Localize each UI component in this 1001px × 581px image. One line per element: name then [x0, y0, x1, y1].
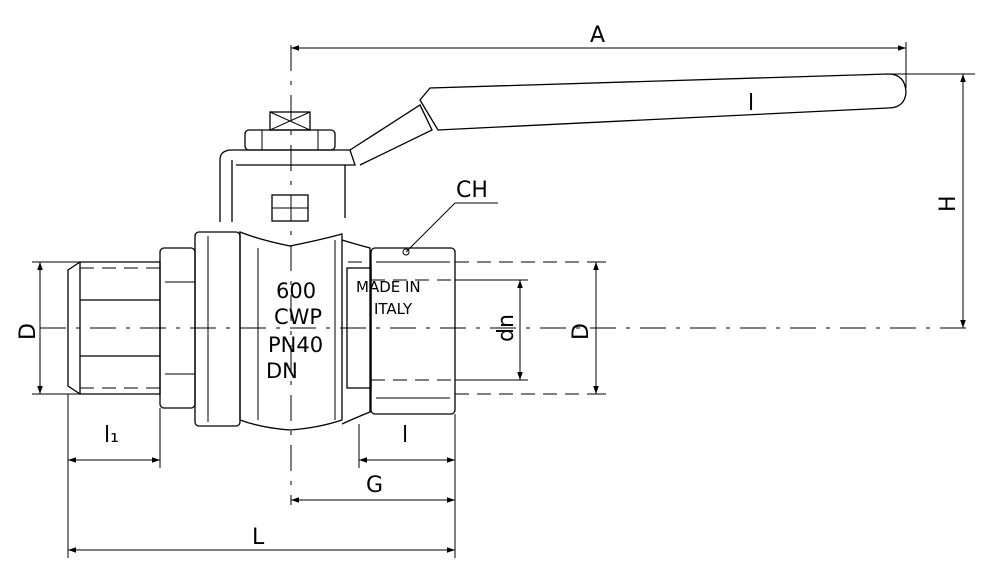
- center-lines: [40, 45, 975, 505]
- lever-handle: [219, 73, 907, 222]
- marking-600: 600: [276, 279, 316, 303]
- dimension-D-right: D: [569, 261, 606, 395]
- dimension-l1: l₁: [68, 423, 160, 463]
- dimension-dn: dn: [455, 279, 528, 381]
- marking-made-in: MADE IN: [356, 278, 421, 296]
- label-l: l: [402, 423, 408, 448]
- marking-cwp: CWP: [274, 305, 322, 329]
- valve-body: [239, 231, 343, 431]
- dimension-l: l: [359, 423, 455, 463]
- label-G: G: [366, 473, 383, 498]
- extension-lines: [67, 394, 456, 558]
- label-D-left: D: [16, 323, 41, 340]
- label-D-right: D: [569, 323, 594, 340]
- dimension-H: H: [890, 73, 975, 328]
- dimension-A: A: [291, 23, 907, 88]
- label-L: L: [252, 525, 265, 550]
- body-marking: 600 CWP PN40 DN: [266, 279, 323, 383]
- marking-dn: DN: [266, 359, 298, 383]
- right-union: [341, 239, 600, 425]
- marking-pn40: PN40: [268, 333, 323, 357]
- label-l1: l₁: [104, 423, 119, 448]
- label-CH: CH: [456, 178, 488, 203]
- nut-marking: MADE IN ITALY: [356, 278, 421, 318]
- label-H: H: [936, 195, 961, 212]
- dimension-D-left: D: [16, 261, 80, 395]
- dimension-CH: CH: [402, 178, 498, 256]
- label-dn: dn: [494, 314, 519, 342]
- marking-italy: ITALY: [374, 300, 413, 318]
- label-A: A: [590, 23, 605, 48]
- dimension-L: L: [68, 525, 455, 553]
- label-handle-l: l: [748, 91, 754, 116]
- dimension-G: G: [291, 473, 455, 503]
- left-collar: [159, 231, 241, 427]
- stem-assembly: [244, 111, 336, 222]
